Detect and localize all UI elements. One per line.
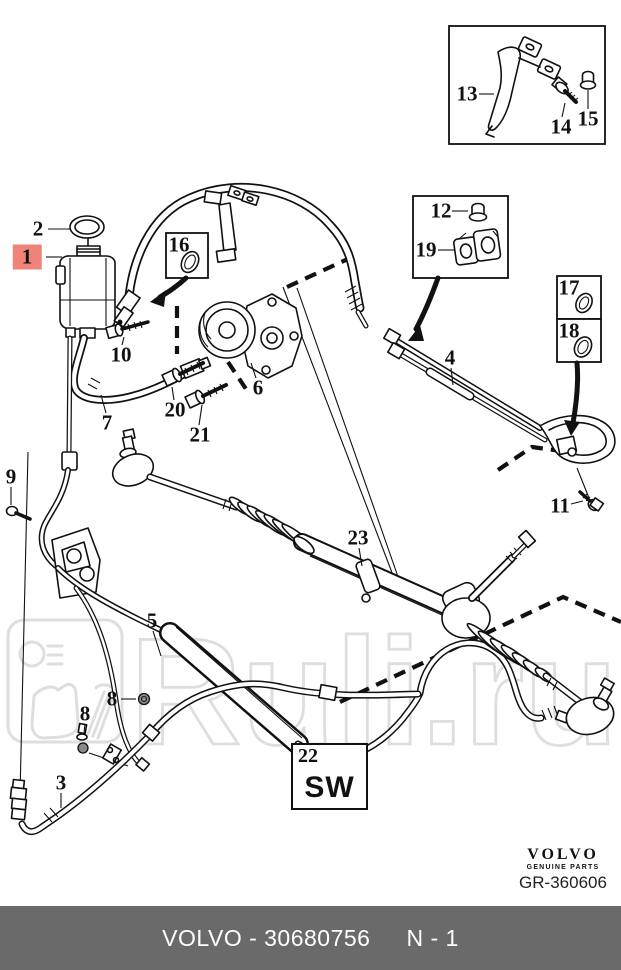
bolt-21: [184, 383, 228, 409]
steering-rack-23: [111, 428, 615, 736]
callout-20: 20: [164, 397, 186, 422]
bolt-11: [578, 490, 605, 512]
callout-21: 21: [189, 422, 211, 447]
bracket-13: [487, 46, 521, 131]
genuine-parts-tag: GENUINE PARTS: [526, 864, 600, 871]
leader-line-5: [152, 630, 162, 657]
watermark-jug-icon: [30, 682, 80, 740]
bolt-20: [161, 361, 205, 387]
callout-16: 16: [168, 232, 190, 257]
pipe-assembly-4: [383, 327, 616, 464]
leader-line-6: [250, 362, 257, 379]
callout-12: 12: [430, 198, 452, 223]
bolt-9: [5, 505, 32, 521]
callout-13: 13: [456, 81, 478, 106]
leader-line-10: [121, 336, 125, 346]
leader-line-8: [83, 723, 86, 734]
reservoir-part1: [59, 255, 116, 330]
drawing-reference: GR-360606: [519, 873, 607, 892]
leader-line-4: [450, 367, 454, 386]
pump-6: [198, 293, 303, 379]
watermark-bars-icon: [46, 644, 64, 666]
sw-box-number: 22: [298, 745, 318, 767]
callout-17: 17: [558, 275, 580, 300]
callout-6: 6: [252, 375, 264, 400]
callout-10: 10: [110, 342, 132, 367]
nut-12: [468, 202, 488, 222]
footer-bar: VOLVO - 30680756 N - 1: [0, 906, 621, 970]
hose-bracket: [218, 202, 237, 254]
o-ring-18: [573, 336, 593, 358]
callout-4: 4: [444, 345, 456, 370]
brand-block: VOLVO GENUINE PARTS GR-360606: [503, 846, 621, 893]
callout-8: 8: [106, 686, 118, 711]
leader-line-23: [358, 547, 363, 567]
leader-line-21: [198, 404, 203, 426]
fasteners: [5, 36, 605, 754]
nut-8-lower: [76, 722, 89, 754]
callout-1: 1: [12, 244, 42, 270]
part-boxes: [165, 25, 606, 363]
reservoir-and-cap: [55, 215, 116, 339]
callout-15: 15: [577, 106, 599, 131]
callout-18: 18: [558, 318, 580, 343]
callout-2: 2: [32, 216, 44, 241]
pressure-hose-arc: [112, 182, 369, 336]
nut-15: [579, 70, 597, 90]
box-16: [165, 232, 209, 279]
sw-variant-box: 22 SW: [291, 743, 368, 810]
watermark-coil-icon: [86, 683, 114, 740]
leader-line-7: [100, 394, 107, 414]
callout-23: 23: [347, 525, 369, 550]
callout-7: 7: [101, 410, 113, 435]
return-circuit: [9, 335, 570, 835]
projection-lines: [19, 286, 590, 796]
leader-lines: [10, 90, 589, 808]
callout-8: 8: [79, 701, 91, 726]
leader-line-14: [561, 102, 566, 118]
callout-3: 3: [55, 770, 67, 795]
sw-box-code: SW: [304, 771, 355, 804]
callout-11: 11: [550, 493, 570, 518]
callout-14: 14: [550, 114, 572, 139]
reference-arrows: [150, 275, 581, 436]
volvo-logo: VOLVO: [527, 846, 599, 863]
callout-19: 19: [415, 237, 437, 262]
box-18: [556, 318, 602, 363]
bolt-10: [105, 320, 150, 340]
o-ring-17: [575, 292, 593, 314]
footer-part-number: VOLVO - 30680756: [162, 924, 371, 951]
nut-8-upper: [137, 692, 151, 706]
callout-9: 9: [5, 464, 17, 489]
leader-line-11: [570, 500, 584, 505]
watermark-drop-icon: [18, 640, 46, 668]
pump-pulley: [198, 301, 256, 359]
leader-line-20: [171, 386, 175, 401]
callout-5: 5: [146, 608, 158, 633]
o-ring-16: [180, 250, 200, 274]
footer-page-number: N - 1: [406, 924, 459, 951]
clamp-19: [453, 228, 502, 266]
